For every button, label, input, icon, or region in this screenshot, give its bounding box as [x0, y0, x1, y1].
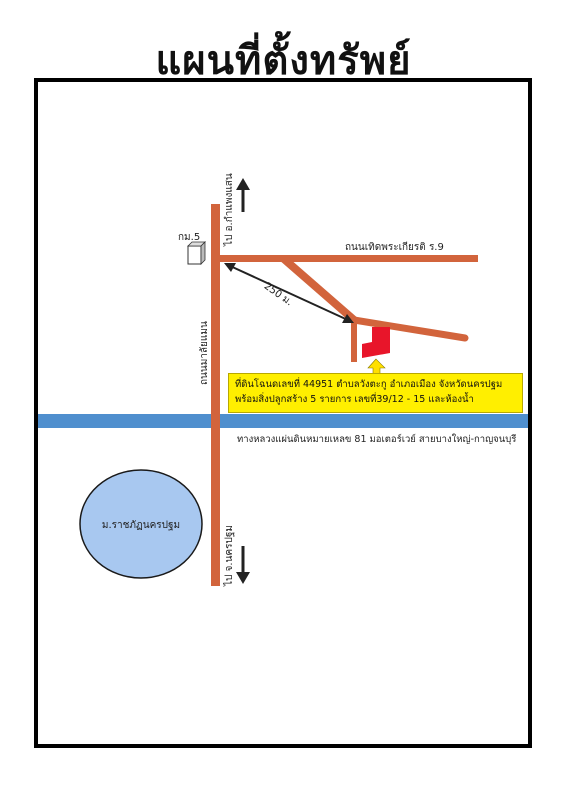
km-marker-box [187, 245, 202, 265]
north-direction-label: ไป อ.กำแพงแสน [223, 173, 235, 247]
property-note: ที่ดินโฉนดเลขที่ 44951 ตำบลวังตะกู อำเภอ… [228, 373, 523, 413]
top-road [220, 255, 478, 262]
university-label: ม.ราชภัฏนครปฐม [102, 520, 180, 531]
highway-band [38, 414, 528, 428]
distance-arrowhead-end [342, 314, 354, 323]
top-road-label: ถนนเทิดพระเกียรติ ร.9 [345, 241, 444, 253]
property-note-line2: พร้อมสิ่งปลูกสร้าง 5 รายการ เลขที่39/12 … [235, 394, 474, 405]
map-frame [34, 78, 532, 748]
university-area [79, 469, 203, 579]
distance-label: 250 ม. [262, 281, 295, 308]
property-note-line1: ที่ดินโฉนดเลขที่ 44951 ตำบลวังตะกู อำเภอ… [235, 379, 503, 390]
km-marker-label: กม.5 [178, 232, 200, 243]
plot-pointer-arrow [367, 358, 386, 375]
distance-arrowhead-start [224, 263, 236, 272]
south-arrow-head [236, 572, 250, 584]
north-arrow-head [236, 178, 250, 190]
distance-arrow-line [227, 264, 351, 322]
km-marker-side [200, 241, 206, 265]
property-plot [362, 327, 390, 358]
highway-label: ทางหลวงแผ่นดินหมายเหลข 81 มอเตอร์เวย์ สา… [237, 433, 516, 445]
east-branch-road [350, 316, 469, 342]
south-direction-label: ไป จ.นครปฐม [223, 525, 235, 587]
page-title: แผนที่ตั้งทรัพย์ [155, 38, 412, 84]
vertical-road-label: ถนนมาลัยแมน [199, 321, 210, 385]
vertical-road [211, 204, 220, 586]
diagonal-road [280, 255, 358, 324]
